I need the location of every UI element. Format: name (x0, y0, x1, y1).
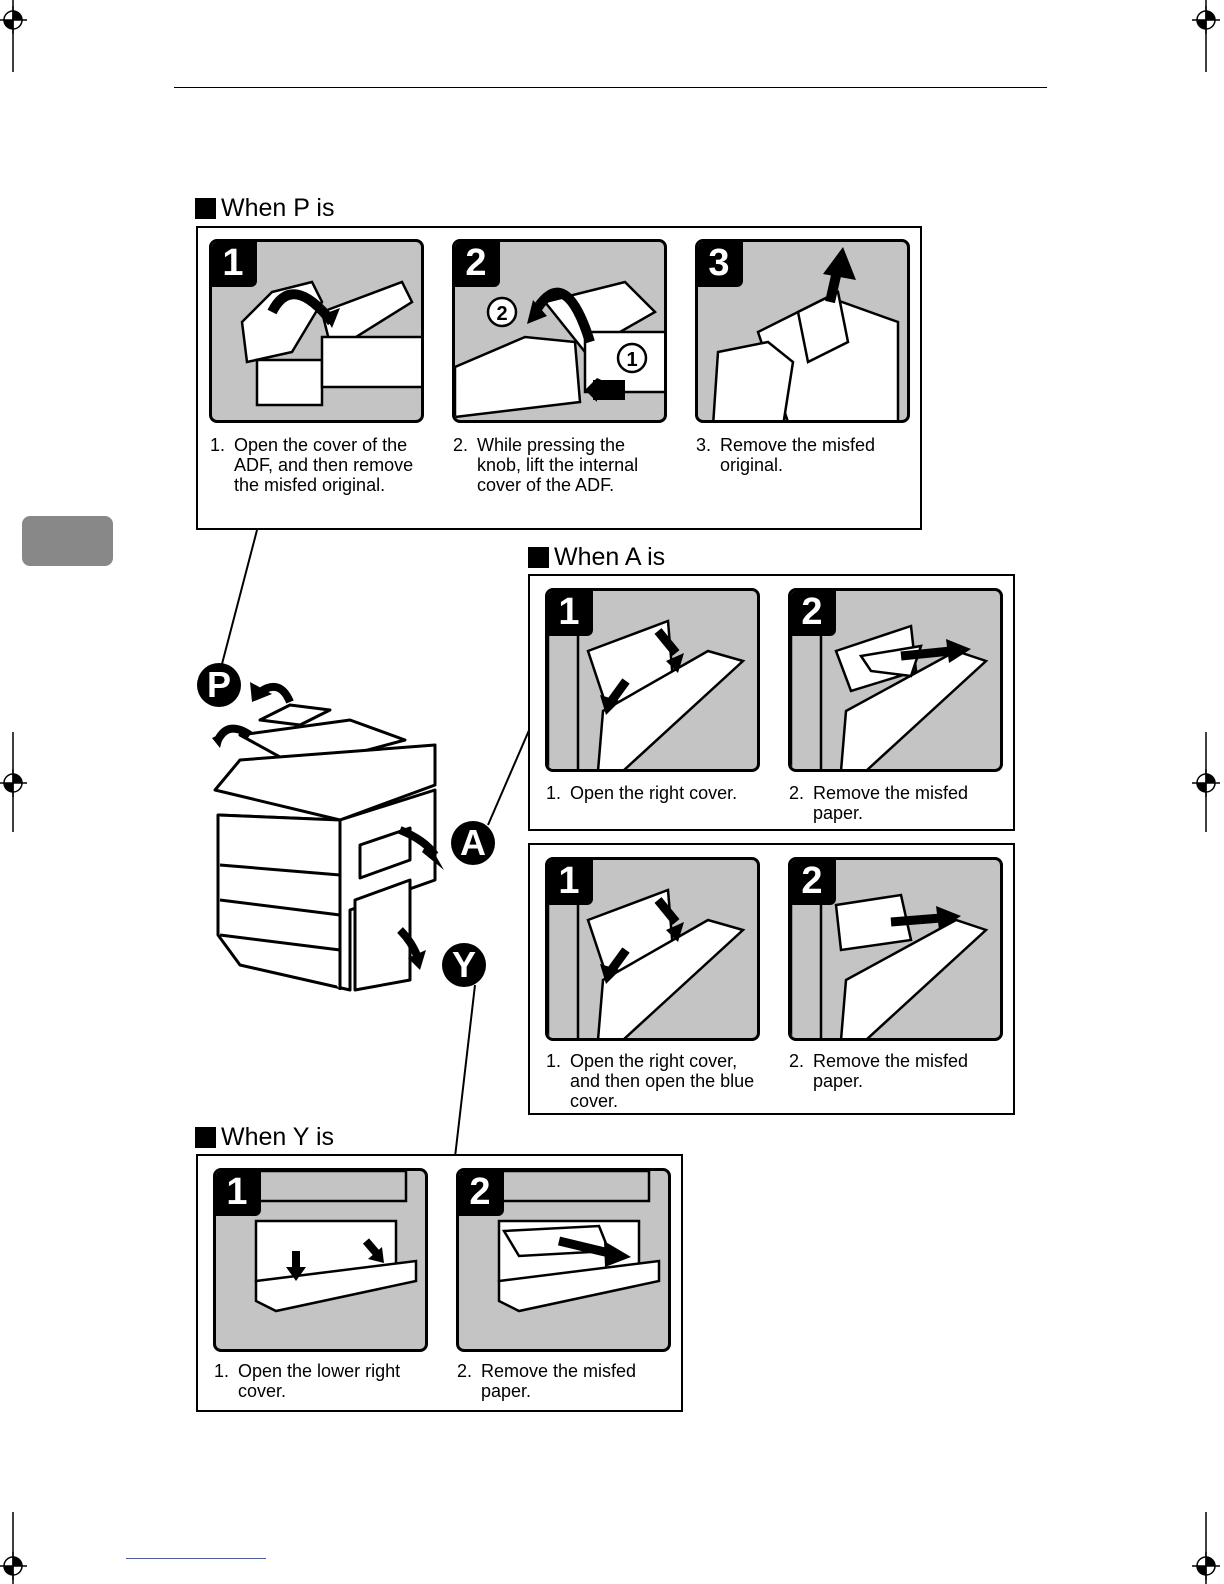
caption-text: While pressing the knob, lift the intern… (477, 435, 639, 495)
a2-step1-caption: 1. Open the right cover, and then open t… (546, 1051, 756, 1111)
caption-text: Remove the misfed paper. (813, 1051, 969, 1091)
remove-paper-icon (791, 860, 989, 1038)
section-marker-icon (195, 1127, 216, 1148)
y-step2-caption: 2. Remove the misfed paper. (457, 1361, 667, 1401)
caption-number: 1. (546, 783, 562, 803)
section-y-title-text: When Y is (221, 1123, 335, 1151)
caption-text: Open the right cover, and then open the … (570, 1051, 755, 1111)
section-a-title: When A is (528, 543, 665, 572)
callout-p: P (197, 663, 241, 707)
callout-y: Y (442, 943, 486, 987)
header-rule (174, 87, 1047, 88)
a-step2-caption: 2. Remove the misfed paper. (789, 783, 999, 823)
a-step1-caption: 1. Open the right cover. (546, 783, 756, 803)
step-number-badge: 1 (548, 591, 593, 636)
section-p-title: When P is (195, 194, 334, 223)
callout-a: A (451, 821, 495, 865)
p-step1-illustration: 1 (209, 239, 424, 423)
section-p-title-text: When P is (221, 194, 335, 222)
section-a2-panel: 1 1. Open the right cover, and then open… (528, 843, 1015, 1115)
caption-text: Remove the misfed original. (720, 435, 876, 475)
caption-text: Open the lower right cover. (238, 1361, 401, 1401)
step-number-badge: 2 (455, 242, 500, 287)
a-step2-illustration: 2 (788, 588, 1003, 772)
section-a-panel: 1 1. Open the right cover. 2 2. Remove t… (528, 574, 1015, 831)
step-number-badge: 3 (698, 242, 743, 287)
caption-number: 2. (457, 1361, 473, 1381)
open-lower-cover-icon (244, 1171, 418, 1313)
section-a-title-text: When A is (554, 543, 666, 571)
a2-step1-illustration: 1 (545, 857, 760, 1041)
caption-text: Remove the misfed paper. (813, 783, 969, 823)
chapter-tab (22, 516, 113, 566)
caption-number: 2. (789, 1051, 805, 1071)
p-step2-caption: 2. While pressing the knob, lift the int… (453, 435, 663, 495)
section-p-panel: 1 1. Open the cover of the ADF, and then… (196, 226, 922, 530)
section-marker-icon (528, 547, 549, 568)
a2-step2-caption: 2. Remove the misfed paper. (789, 1051, 999, 1091)
y-step1-caption: 1. Open the lower right cover. (214, 1361, 424, 1401)
marker-1-text: 1 (626, 349, 637, 371)
caption-number: 1. (546, 1051, 562, 1071)
p-step1-caption: 1. Open the cover of the ADF, and then r… (210, 435, 420, 495)
section-y-title: When Y is (195, 1123, 334, 1152)
step-number-badge: 2 (459, 1171, 504, 1216)
marker-2-text: 2 (496, 303, 507, 325)
section-y-panel: 1 1. Open the lower right cover. 2 2. Re… (196, 1154, 683, 1412)
copier-icon (212, 682, 444, 992)
remove-paper-icon (487, 1171, 661, 1313)
hand-press-knob-icon: 2 1 (455, 280, 664, 419)
step-number-badge: 1 (216, 1171, 261, 1216)
caption-number: 1. (214, 1361, 230, 1381)
step-number-badge: 2 (791, 591, 836, 636)
y-step2-illustration: 2 (456, 1168, 671, 1352)
p-step3-illustration: 3 (695, 239, 910, 423)
caption-text: Remove the misfed paper. (481, 1361, 637, 1401)
a-step1-illustration: 1 (545, 588, 760, 772)
step-number-badge: 1 (548, 860, 593, 905)
footer-link-line (126, 1558, 266, 1559)
step-number-badge: 1 (212, 242, 257, 287)
caption-text: Open the right cover. (570, 783, 738, 803)
y-step1-illustration: 1 (213, 1168, 428, 1352)
caption-number: 1. (210, 435, 226, 455)
p-step3-caption: 3. Remove the misfed original. (696, 435, 906, 475)
remove-original-icon (712, 247, 900, 420)
step-number-badge: 2 (791, 860, 836, 905)
p-step2-illustration: 2 1 2 (452, 239, 667, 423)
a2-step2-illustration: 2 (788, 857, 1003, 1041)
caption-number: 3. (696, 435, 712, 455)
caption-text: Open the cover of the ADF, and then remo… (234, 435, 414, 495)
section-marker-icon (195, 198, 216, 219)
adf-open-cover-icon (240, 280, 421, 407)
caption-number: 2. (453, 435, 469, 455)
caption-number: 2. (789, 783, 805, 803)
